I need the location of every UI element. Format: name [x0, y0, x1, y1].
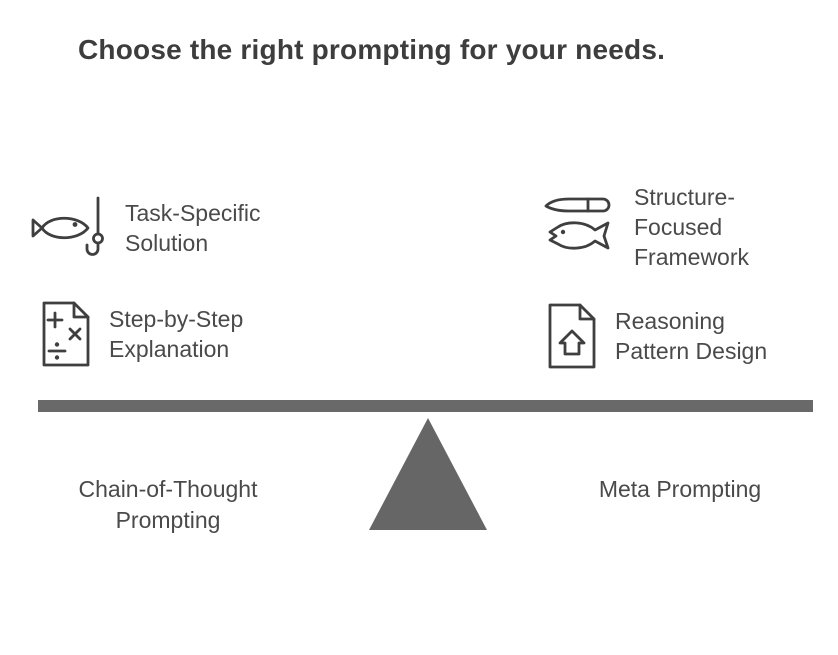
page-title: Choose the right prompting for your need… — [78, 34, 666, 65]
feature-label-task-specific: Task-Specific Solution — [125, 200, 261, 256]
feature-item-structure-focused: Structure- Focused Framework — [543, 182, 749, 272]
math-worksheet-icon — [40, 300, 92, 368]
seesaw-right-label: Meta Prompting — [598, 476, 762, 502]
feature-item-step-by-step: Step-by-Step Explanation — [40, 300, 243, 368]
knife-and-fish-icon — [543, 194, 617, 260]
feature-label-step-by-step: Step-by-Step Explanation — [109, 306, 244, 362]
feature-item-reasoning-pattern: Reasoning Pattern Design — [546, 302, 767, 370]
seesaw-beam — [38, 400, 813, 412]
feature-label-reasoning-pattern: Reasoning Pattern Design — [615, 308, 768, 364]
seesaw-left-label: Chain-of-Thought Prompting — [78, 476, 258, 533]
seesaw-fulcrum-triangle — [369, 418, 487, 530]
feature-item-task-specific: Task-Specific Solution — [30, 196, 260, 260]
fish-and-hook-icon — [30, 196, 108, 260]
feature-label-structure-focused: Structure- Focused Framework — [634, 184, 750, 270]
document-home-arrow-icon — [546, 302, 598, 370]
